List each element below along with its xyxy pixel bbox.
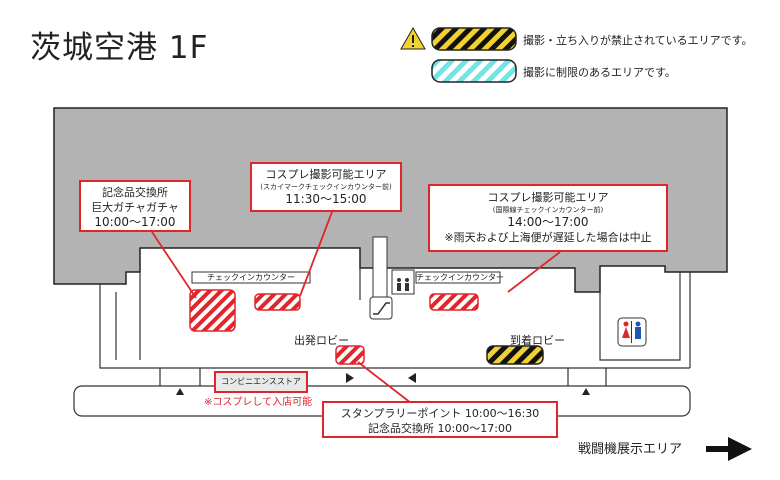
arrival-lobby-label: 到着ロビー bbox=[510, 334, 565, 347]
cosplay-area-skymark bbox=[254, 293, 301, 311]
callout-cosplay2-location: (国際線チェックインカウンター前) bbox=[492, 206, 604, 214]
legend-restricted-text: 撮影に制限のあるエリアです。 bbox=[523, 66, 676, 79]
prohibited-area-arrival bbox=[486, 345, 544, 365]
callout-cosplay-international: コスプレ撮影可能エリア (国際線チェックインカウンター前) 14:00〜17:0… bbox=[428, 184, 668, 252]
callout-cosplay2-time: 14:00〜17:00 bbox=[507, 215, 589, 229]
callout-cosplay1-title: コスプレ撮影可能エリア bbox=[265, 168, 387, 181]
callout-souvenir-line2: 巨大ガチャガチャ bbox=[91, 201, 179, 214]
warning-icon bbox=[400, 26, 426, 50]
cosplay-area-international bbox=[429, 293, 479, 311]
callout-cosplay1-location: (スカイマークチェックインカウンター前) bbox=[260, 183, 392, 191]
stamp-area bbox=[335, 345, 365, 365]
elevator-icon bbox=[391, 269, 415, 295]
checkin-counter-label-left: チェックインカウンター bbox=[207, 273, 295, 282]
callout-cosplay2-title: コスプレ撮影可能エリア bbox=[487, 191, 609, 204]
souvenir-area bbox=[189, 289, 236, 332]
restroom-icon bbox=[617, 317, 647, 347]
legend-prohibited-swatch bbox=[431, 27, 517, 51]
store-note: ※コスプレして入店可能 bbox=[204, 397, 313, 408]
door-marker bbox=[408, 373, 416, 383]
callout-cosplay1-time: 11:30〜15:00 bbox=[285, 192, 367, 206]
arrow-right-icon bbox=[706, 437, 752, 461]
callout-stamp: スタンプラリーポイント 10:00〜16:30 記念品交換所 10:00〜17:… bbox=[322, 401, 558, 438]
entrance-marker bbox=[582, 388, 590, 395]
exhibit-area-label: 戦闘機展示エリア bbox=[578, 442, 683, 457]
callout-souvenir: 記念品交換所 巨大ガチャガチャ 10:00〜17:00 bbox=[79, 180, 191, 232]
door-marker bbox=[346, 373, 354, 383]
page-title: 茨城空港 1F bbox=[30, 30, 209, 66]
legend-restricted-swatch bbox=[431, 59, 517, 83]
departure-lobby-label: 出発ロビー bbox=[294, 334, 349, 347]
checkin-counter-left bbox=[191, 271, 311, 284]
legend-prohibited-text: 撮影・立ち入りが禁止されているエリアです。 bbox=[523, 34, 753, 47]
callout-souvenir-time: 10:00〜17:00 bbox=[94, 215, 176, 229]
convenience-store: コンビニエンスストア bbox=[214, 371, 308, 393]
entrance-marker bbox=[176, 388, 184, 395]
callout-cosplay2-note: ※雨天および上海便が遅延した場合は中止 bbox=[444, 231, 652, 244]
callout-stamp-line2: 記念品交換所 10:00〜17:00 bbox=[368, 422, 512, 435]
callout-cosplay-skymark: コスプレ撮影可能エリア (スカイマークチェックインカウンター前) 11:30〜1… bbox=[250, 162, 402, 212]
escalator-icon bbox=[369, 296, 393, 320]
checkin-counter-label-right: チェックインカウンター bbox=[416, 273, 504, 282]
callout-stamp-line1: スタンプラリーポイント 10:00〜16:30 bbox=[340, 407, 540, 420]
checkin-counter-right bbox=[415, 271, 501, 284]
callout-souvenir-line1: 記念品交換所 bbox=[102, 186, 168, 199]
